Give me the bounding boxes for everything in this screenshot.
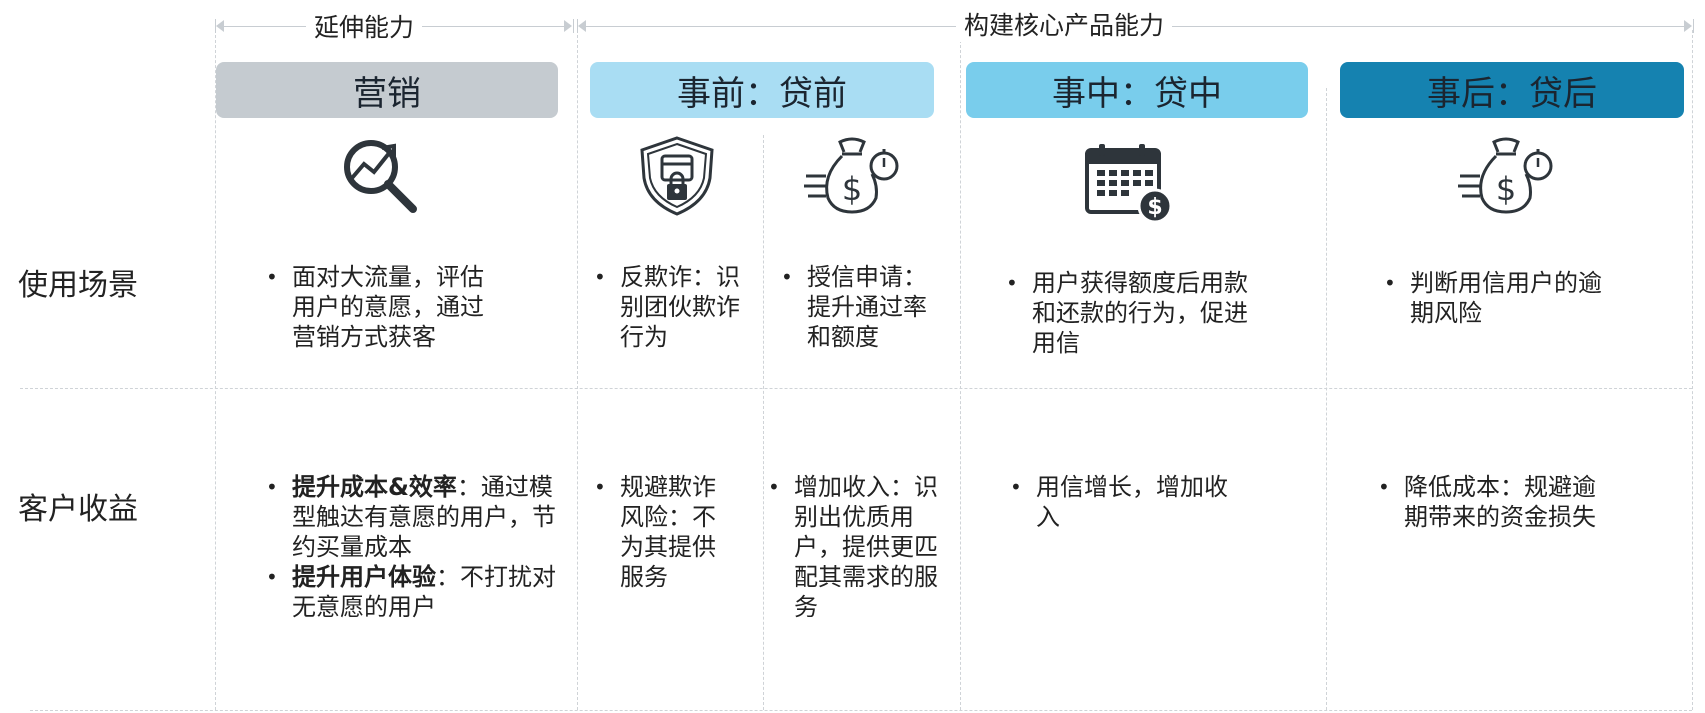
scenario-postloan: 判断用信用户的逾期风险 <box>1384 268 1624 328</box>
bullet-item: 提升用户体验：不打扰对无意愿的用户 <box>266 562 566 622</box>
stage-label: 事中：贷中 <box>1052 73 1222 114</box>
bullet-item: 提升成本&效率：通过模型触达有意愿的用户，节约买量成本 <box>266 472 566 562</box>
arrow-right-icon <box>1684 20 1692 32</box>
svg-text:$: $ <box>1496 170 1516 208</box>
bracket-label-extension: 延伸能力 <box>306 8 423 44</box>
column-divider <box>1326 88 1327 710</box>
magnifier-trend-icon <box>338 134 418 214</box>
column-divider <box>577 30 578 710</box>
bullet-item: 用信增长，增加收入 <box>1010 472 1230 532</box>
row-divider <box>20 388 1692 389</box>
row-divider <box>30 710 1692 711</box>
benefit-midloan: 用信增长，增加收入 <box>1010 472 1230 532</box>
arrow-left-icon <box>216 20 224 32</box>
bracket-tick <box>215 19 216 33</box>
stage-post-loan: 事后：贷后 <box>1340 62 1684 118</box>
bracket-label-core: 构建核心产品能力 <box>956 6 1173 42</box>
shield-lock-icon <box>634 134 720 218</box>
stage-label: 事前：贷前 <box>677 73 847 114</box>
scenario-midloan: 用户获得额度后用款和还款的行为，促进用信 <box>1006 268 1256 358</box>
stage-pre-loan: 事前：贷前 <box>590 62 934 118</box>
row-label-benefit: 客户收益 <box>18 492 138 527</box>
column-divider <box>1692 30 1693 710</box>
svg-text:$: $ <box>1147 195 1162 220</box>
bracket-tick <box>577 19 578 33</box>
bracket-tick <box>573 19 574 33</box>
benefit-credit: 增加收入：识别出优质用户，提供更匹配其需求的服务 <box>768 472 958 622</box>
calendar-dollar-icon: $ <box>1083 140 1175 224</box>
scenario-antifraud: 反欺诈：识别团伙欺诈行为 <box>594 262 754 352</box>
stage-marketing: 营销 <box>216 62 558 118</box>
benefit-antifraud: 规避欺诈风险：不为其提供服务 <box>594 472 722 592</box>
benefit-postloan: 降低成本：规避逾期带来的资金损失 <box>1378 472 1618 532</box>
scenario-marketing: 面对大流量，评估用户的意愿，通过营销方式获客 <box>266 262 506 352</box>
bullet-item: 面对大流量，评估用户的意愿，通过营销方式获客 <box>266 262 506 352</box>
bullet-item: 判断用信用户的逾期风险 <box>1384 268 1624 328</box>
money-bag-timer-icon: $ <box>1458 136 1558 220</box>
bullet-item: 授信申请：提升通过率和额度 <box>781 262 949 352</box>
row-label-scenario: 使用场景 <box>18 268 138 303</box>
bullet-item: 增加收入：识别出优质用户，提供更匹配其需求的服务 <box>768 472 958 622</box>
arrow-left-icon <box>578 20 586 32</box>
stage-label: 营销 <box>353 73 421 114</box>
scenario-credit: 授信申请：提升通过率和额度 <box>781 262 949 352</box>
column-divider <box>215 30 216 710</box>
stage-mid-loan: 事中：贷中 <box>966 62 1308 118</box>
money-bag-timer-icon: $ <box>804 136 904 220</box>
column-divider <box>763 135 764 710</box>
column-divider <box>960 30 961 710</box>
bullet-text: ：通过模型触达有意愿的用户，节约买量成本 <box>292 473 556 561</box>
arrow-right-icon <box>564 20 572 32</box>
bullet-item: 降低成本：规避逾期带来的资金损失 <box>1378 472 1618 532</box>
bracket-tick <box>1693 19 1694 33</box>
stage-label: 事后：贷后 <box>1427 73 1597 114</box>
bullet-item: 规避欺诈风险：不为其提供服务 <box>594 472 722 592</box>
bold-term: 提升用户体验 <box>292 563 436 591</box>
bullet-text: ：不打扰对无意愿的用户 <box>292 563 556 621</box>
benefit-marketing: 提升成本&效率：通过模型触达有意愿的用户，节约买量成本 提升用户体验：不打扰对无… <box>266 472 566 622</box>
svg-text:$: $ <box>842 170 862 208</box>
bullet-item: 用户获得额度后用款和还款的行为，促进用信 <box>1006 268 1256 358</box>
bold-term: 提升成本&效率 <box>292 473 457 501</box>
bullet-item: 反欺诈：识别团伙欺诈行为 <box>594 262 754 352</box>
